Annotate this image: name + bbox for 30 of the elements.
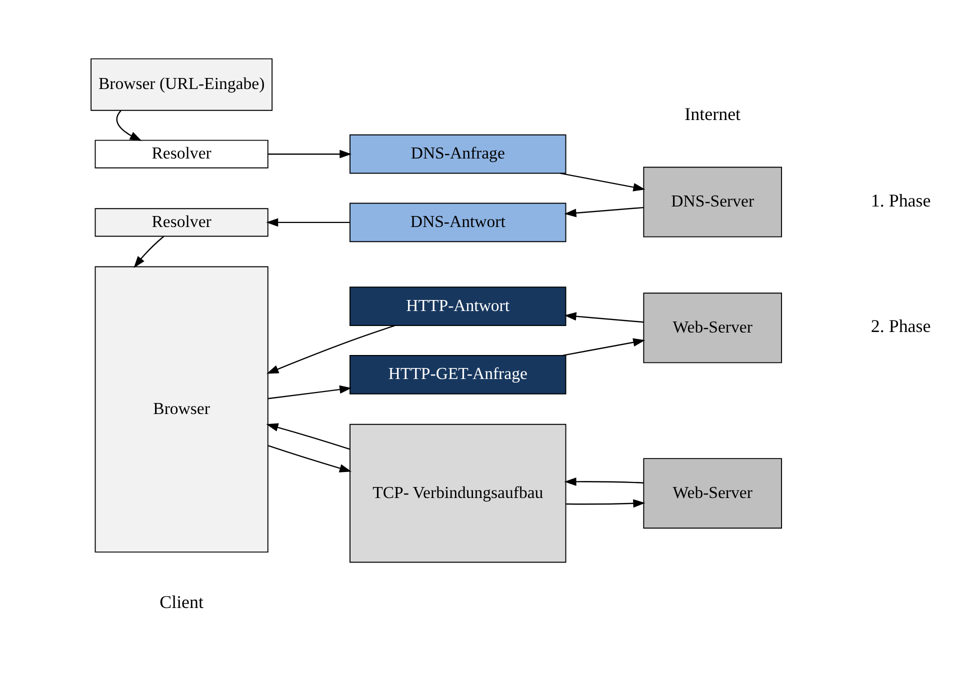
node-box: Web-Server <box>642 292 782 364</box>
node-box: DNS-Anfrage <box>349 134 566 174</box>
arrow <box>564 206 643 218</box>
node-box: HTTP-GET-Anfrage <box>349 355 566 394</box>
node-box: DNS-Antwort <box>349 202 566 242</box>
arrow <box>564 477 643 486</box>
arrow <box>266 218 350 227</box>
label: Internet <box>684 104 740 124</box>
arrow <box>266 423 350 450</box>
node-box: HTTP-Antwort <box>349 286 566 326</box>
node-box: Resolver <box>94 208 268 237</box>
node-box: TCP- Verbindungsaufbau <box>349 424 566 563</box>
node-box: Browser (URL-Eingabe) <box>90 58 272 111</box>
arrow <box>133 236 164 268</box>
arrow <box>560 172 645 192</box>
arrow <box>116 110 142 142</box>
node-box: Browser <box>94 266 268 553</box>
arrow <box>267 445 352 472</box>
label: Client <box>159 592 204 612</box>
node-box: DNS-Server <box>642 166 782 238</box>
arrow <box>266 325 395 374</box>
node-box: Web-Server <box>642 458 782 529</box>
arrow <box>562 338 645 356</box>
arrow <box>267 385 352 400</box>
arrow <box>564 312 643 323</box>
node-box: Resolver <box>94 140 268 168</box>
label: 1. Phase <box>870 190 930 210</box>
arrow <box>566 499 645 508</box>
arrow <box>267 150 352 158</box>
label: 2. Phase <box>870 316 930 336</box>
